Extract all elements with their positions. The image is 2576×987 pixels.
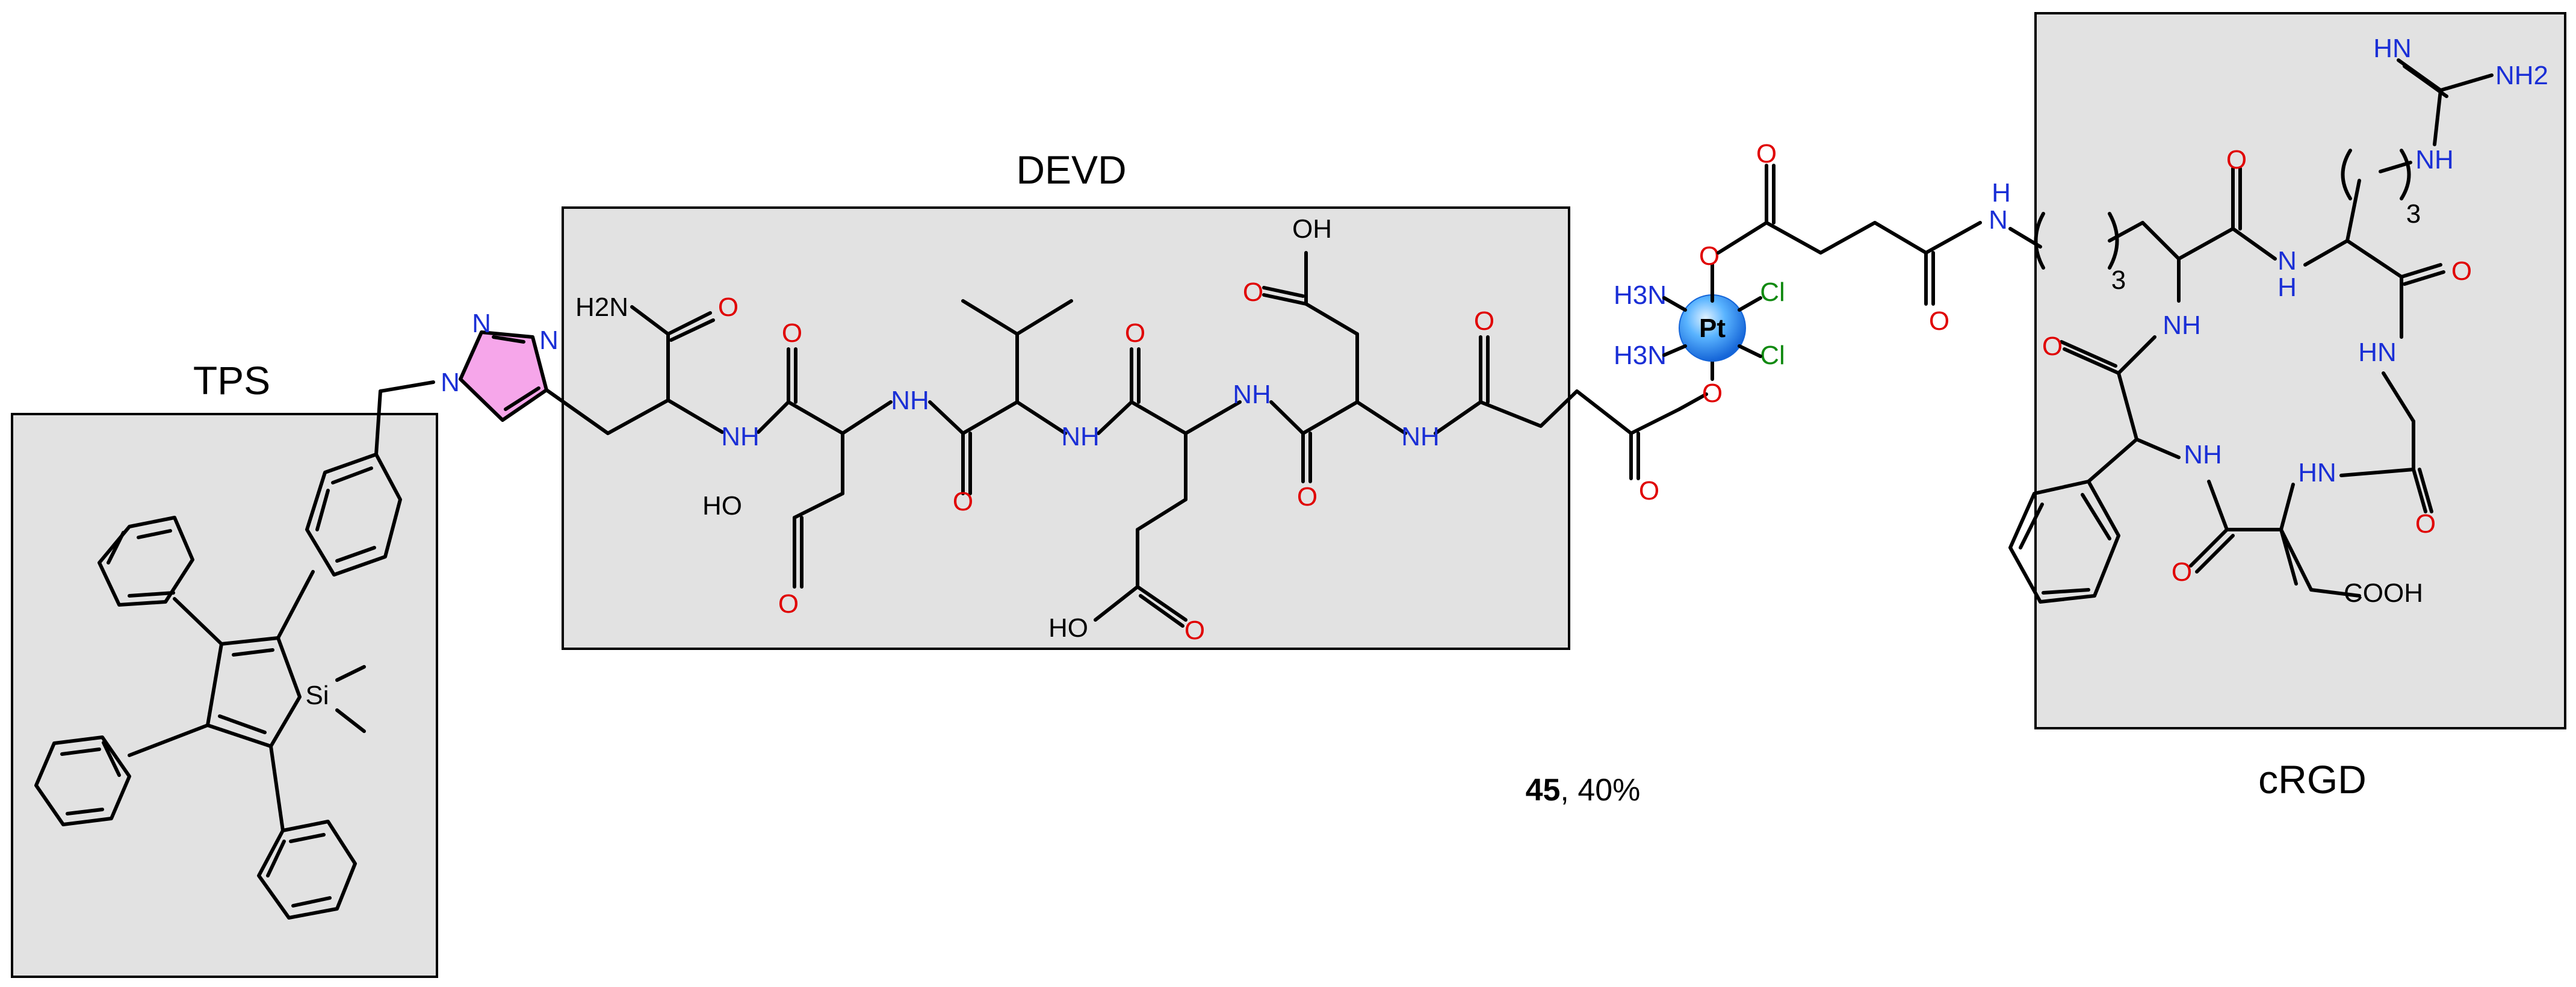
o-3: O <box>1125 318 1145 348</box>
pt-o-top: O <box>1699 241 1720 271</box>
crgd-label: cRGD <box>2258 757 2367 802</box>
o-1: O <box>782 318 802 348</box>
crgd-structure: O N H O HN O HN O NH O NH <box>2008 34 2548 608</box>
succinate-linker: O O N H 3 <box>1717 139 2144 336</box>
crgd-o-3: O <box>2415 509 2436 539</box>
compound-number: 45 <box>1526 773 1561 808</box>
nh-5: NH <box>1401 422 1440 451</box>
o-8: O <box>1929 306 1949 336</box>
crgd-nh-3: NH <box>2163 311 2201 340</box>
compound-label: 45, 40% <box>1526 773 1641 808</box>
asn-o: O <box>718 292 738 322</box>
nh-2: NH <box>891 386 929 415</box>
crgd-hn-2: HN <box>2298 458 2336 487</box>
devd-box <box>562 206 1570 650</box>
o-5: O <box>1474 306 1494 336</box>
arg-hn: HN <box>2373 34 2412 63</box>
devd-label: DEVD <box>1016 147 1126 192</box>
triazole-ring: N N N <box>441 309 559 422</box>
o-2: O <box>953 487 973 516</box>
tps-structure: Si <box>34 380 435 920</box>
linker-nh-n: N <box>1989 205 2008 235</box>
subscript-3-b: 3 <box>2406 199 2421 229</box>
tps-label: TPS <box>193 358 270 403</box>
platinum-center: O Pt O H3N H3N Cl Cl <box>1614 241 1785 411</box>
subscript-3-a: 3 <box>2111 265 2126 295</box>
arg-nh2: NH2 <box>2495 61 2548 90</box>
nh-3: NH <box>1061 422 1100 451</box>
cooh-c: COOH <box>2344 578 2423 608</box>
cl-2: Cl <box>1760 341 1785 370</box>
crgd-hn-1: HN <box>2358 338 2397 367</box>
linker-nh-h: H <box>1992 178 2011 208</box>
si-atom: Si <box>305 681 329 710</box>
pt-o-bottom: O <box>1702 379 1723 408</box>
h3n-1: H3N <box>1614 280 1667 310</box>
o-asp2: O <box>1243 277 1263 307</box>
crgd-o-4: O <box>2172 557 2192 587</box>
nh-1: NH <box>721 422 760 451</box>
ho-1: HO <box>702 491 742 521</box>
cl-1: Cl <box>1760 277 1785 307</box>
oh-asp2: OH <box>1292 214 1332 244</box>
triazole-n3: N <box>539 326 559 355</box>
h3n-2: H3N <box>1614 341 1667 370</box>
crgd-o-5: O <box>2042 332 2063 361</box>
crgd-nh-1h: H <box>2277 273 2297 302</box>
compound-yield: , 40% <box>1560 773 1640 808</box>
crgd-nh-1: N <box>2277 246 2297 276</box>
crgd-nh-2: NH <box>2184 440 2222 469</box>
nh-4: NH <box>1233 380 1271 409</box>
crgd-o-1: O <box>2226 145 2247 175</box>
crgd-box <box>2034 12 2566 729</box>
ho-2: HO <box>1048 613 1088 643</box>
devd-structure: H2N O NH O HO O NH O NH O HO O <box>545 214 1681 645</box>
pt-atom: Pt <box>1699 314 1726 343</box>
o-6: O <box>1639 476 1659 506</box>
triazole-n2: N <box>472 309 491 338</box>
cooh-label: COOH <box>2344 578 2423 608</box>
crgd-o-2: O <box>2451 256 2472 286</box>
o-7: O <box>1756 139 1777 169</box>
h2n-label: H2N <box>575 292 628 322</box>
arg-nh: NH <box>2415 145 2454 175</box>
triazole-n1: N <box>441 368 460 397</box>
tps-box <box>11 413 438 978</box>
o-4: O <box>1297 482 1317 512</box>
o-asp1: O <box>778 589 799 619</box>
o-glu: O <box>1184 616 1205 645</box>
